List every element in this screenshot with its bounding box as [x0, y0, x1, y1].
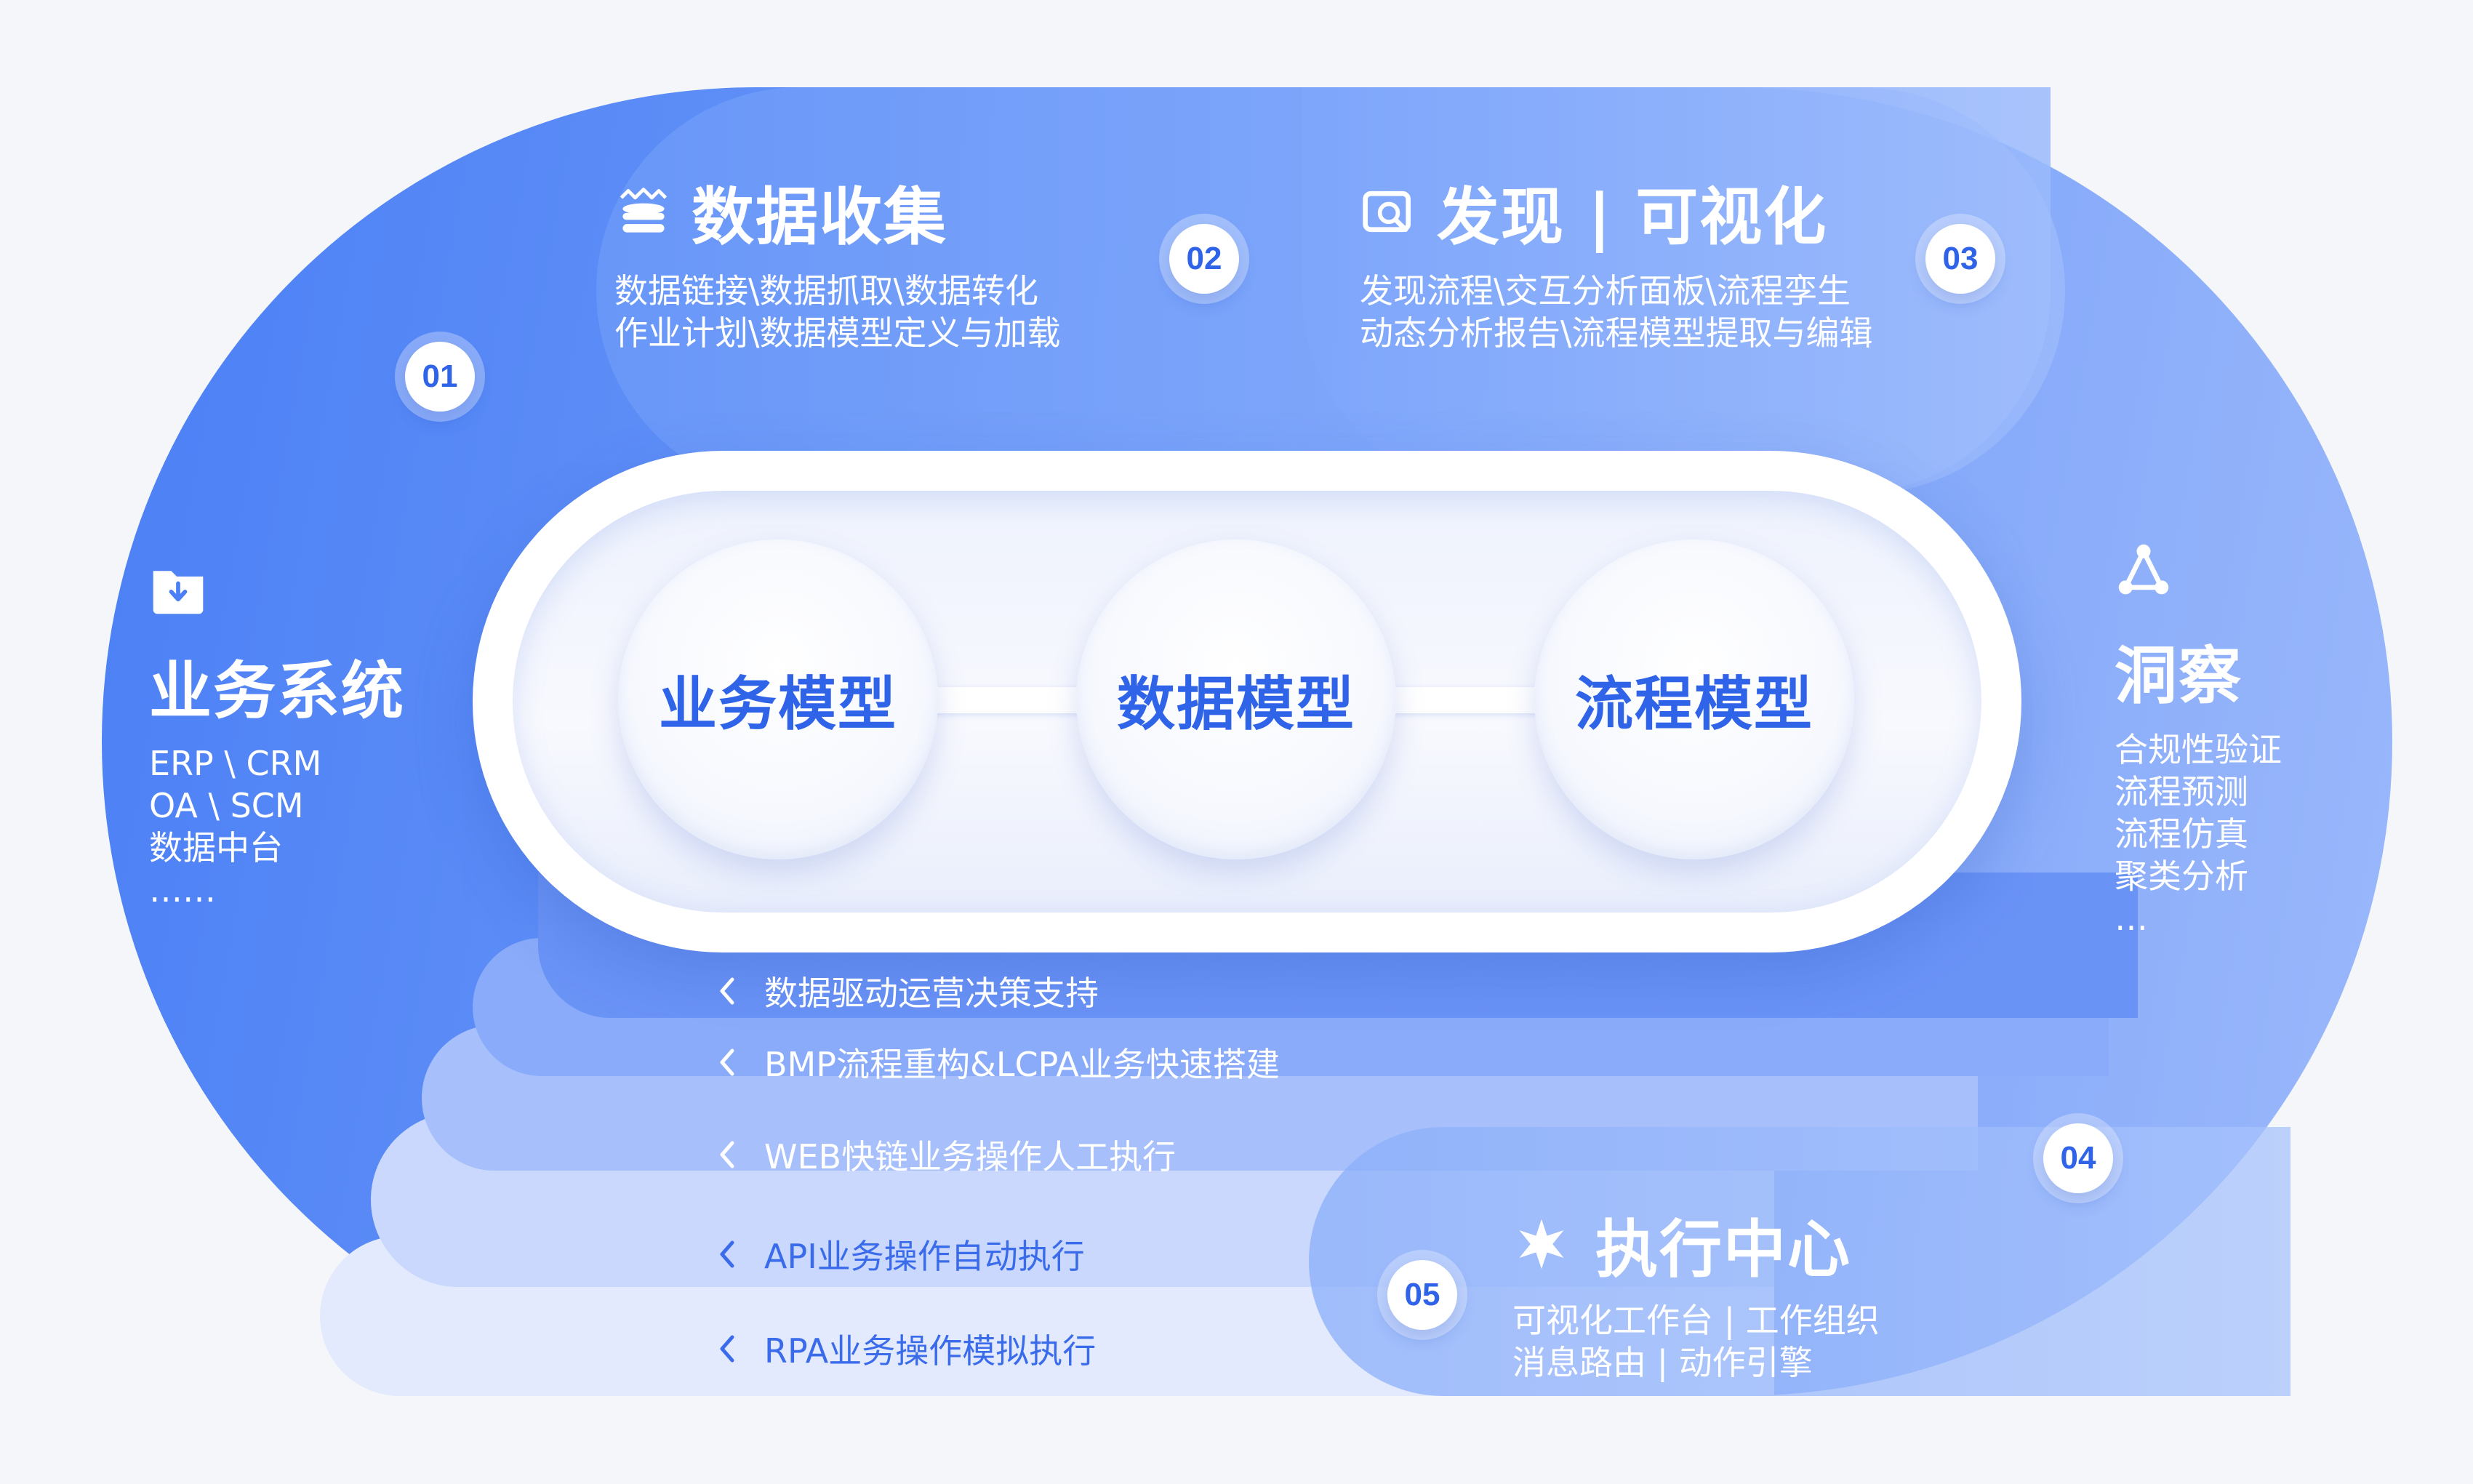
- node-data-model[interactable]: 数据模型: [1076, 540, 1396, 859]
- section-line: 发现流程\交互分析面板\流程孪生: [1360, 271, 1851, 310]
- badge-04: 04: [2043, 1123, 2113, 1193]
- section-title: 执行中心: [1595, 1214, 1851, 1286]
- section-line: 流程预测: [2115, 772, 2248, 811]
- discovery-band: [1302, 87, 2065, 494]
- section-discovery: 发现 | 可视化 发现流程\交互分析面板\流程孪生 动态分析报告\流程模型提取与…: [1360, 166, 1873, 354]
- section-line: 流程仿真: [2115, 814, 2248, 854]
- execution-center-band: [1309, 1127, 2290, 1396]
- section-line: ……: [149, 870, 216, 910]
- list-item-label: 数据驱动运营决策支持: [764, 974, 1099, 1013]
- node-business-model[interactable]: 业务模型: [618, 540, 938, 859]
- node-process-model[interactable]: 流程模型: [1534, 540, 1854, 859]
- node-label: 业务模型: [659, 670, 897, 738]
- section-line: OA \ SCM: [149, 786, 304, 825]
- section-insight: 洞察 合规性验证 流程预测 流程仿真 聚类分析 …: [2115, 542, 2282, 939]
- list-item[interactable]: BMP流程重构&LCPA业务快速搭建: [716, 1038, 1280, 1086]
- list-item[interactable]: 数据驱动运营决策支持: [716, 967, 1099, 1015]
- list-item-label: BMP流程重构&LCPA业务快速搭建: [764, 1045, 1280, 1084]
- list-item-label: API业务操作自动执行: [764, 1237, 1085, 1276]
- badge-02: 02: [1169, 224, 1239, 294]
- node-label: 数据模型: [1117, 670, 1355, 738]
- section-line: 数据中台: [149, 828, 283, 867]
- section-execution-center: 执行中心 可视化工作台 | 工作组织 消息路由 | 动作引擎: [1512, 1198, 1880, 1384]
- list-item-label: WEB快链业务操作人工执行: [764, 1137, 1177, 1176]
- chevron-left-icon: [720, 1141, 734, 1168]
- chevron-left-icon: [720, 1048, 734, 1076]
- database-stack-icon: [620, 187, 668, 233]
- section-line: 合规性验证: [2115, 730, 2282, 769]
- section-line: ERP \ CRM: [149, 744, 322, 783]
- section-title: 业务系统: [149, 655, 405, 728]
- section-line: 消息路由 | 动作引擎: [1512, 1343, 1813, 1382]
- star-burst-icon: [1519, 1219, 1564, 1269]
- section-title: 洞察: [2115, 640, 2242, 713]
- list-item[interactable]: WEB快链业务操作人工执行: [716, 1131, 1176, 1179]
- badge-01: 01: [405, 342, 475, 412]
- badge-05: 05: [1387, 1260, 1457, 1330]
- list-item-label: RPA业务操作模拟执行: [764, 1331, 1097, 1371]
- list-item[interactable]: API业务操作自动执行: [716, 1230, 1085, 1278]
- search-image-icon: [1363, 190, 1411, 232]
- section-business-system: 业务系统 ERP \ CRM OA \ SCM 数据中台 ……: [149, 560, 405, 911]
- chevron-left-icon: [720, 1240, 734, 1268]
- folder-download-icon: [153, 571, 204, 614]
- section-line: …: [2115, 899, 2148, 938]
- section-line: 动态分析报告\流程模型提取与编辑: [1360, 313, 1873, 353]
- section-line: 作业计划\数据模型定义与加载: [614, 313, 1061, 353]
- section-title: 数据收集: [692, 181, 947, 254]
- section-data-collection: 数据收集 数据链接\数据抓取\数据转化 作业计划\数据模型定义与加载: [614, 166, 1061, 354]
- badge-03: 03: [1925, 224, 1995, 294]
- node-label: 流程模型: [1575, 670, 1813, 738]
- chevron-left-icon: [720, 977, 734, 1005]
- list-item[interactable]: RPA业务操作模拟执行: [716, 1325, 1096, 1373]
- section-line: 数据链接\数据抓取\数据转化: [614, 271, 1038, 310]
- chevron-left-icon: [720, 1335, 734, 1363]
- triangle-nodes-icon: [2118, 544, 2169, 595]
- section-title: 发现 | 可视化: [1437, 181, 1828, 254]
- section-line: 聚类分析: [2115, 857, 2248, 896]
- section-line: 可视化工作台 | 工作组织: [1512, 1301, 1880, 1340]
